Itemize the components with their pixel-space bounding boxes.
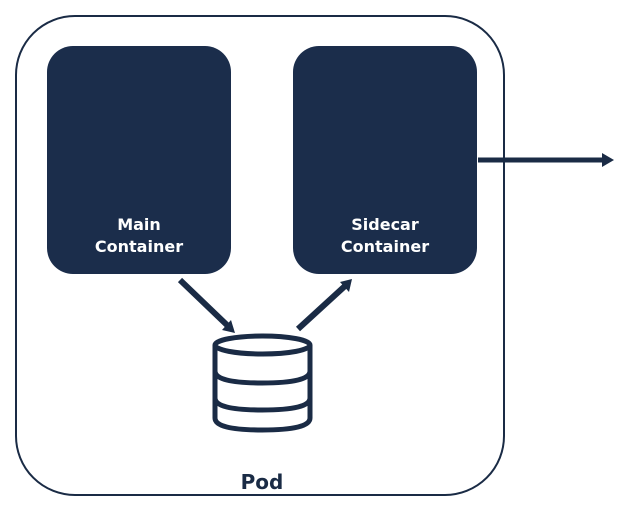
main-to-storage-arrow-icon (177, 277, 235, 333)
main-container: Main Container (47, 46, 231, 274)
storage-to-sidecar-arrow-icon (295, 279, 352, 332)
pod-boundary (15, 15, 505, 496)
database-icon (212, 333, 313, 433)
main-container-label: Main Container (94, 215, 184, 256)
sidecar-container: Sidecar Container (293, 46, 477, 274)
sidecar-outbound-arrow-icon (478, 153, 614, 167)
pod-label: Pod (240, 470, 284, 494)
sidecar-container-label: Sidecar Container (340, 215, 430, 256)
